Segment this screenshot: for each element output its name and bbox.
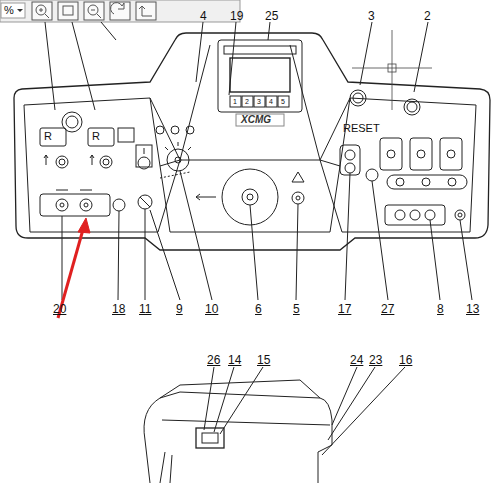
display-button-number: 5: [281, 98, 285, 105]
callout-number: 19: [229, 10, 244, 22]
callout-number: 26: [206, 354, 221, 366]
callout-number: 5: [292, 303, 301, 315]
callout-number: 9: [175, 303, 184, 315]
callout-number: 14: [227, 354, 242, 366]
callout-number: 13: [465, 303, 480, 315]
callout-number: 27: [380, 303, 395, 315]
callout-number: 25: [264, 10, 279, 22]
callout-number: 3: [367, 10, 376, 22]
callout-number: 10: [204, 303, 219, 315]
callout-number: 20: [52, 303, 67, 315]
callout-number: 17: [337, 303, 352, 315]
brand-logo: XCMG: [241, 115, 271, 125]
button-text: RESET: [343, 123, 380, 134]
switch-letter: R: [92, 131, 100, 142]
callout-number: 23: [368, 354, 383, 366]
display-button-number: 2: [245, 98, 249, 105]
display-button-number: 4: [269, 98, 273, 105]
callout-number: 18: [111, 303, 126, 315]
display-button-number: 1: [233, 98, 237, 105]
zoom-percent: %: [4, 5, 14, 16]
callout-number: 8: [436, 303, 445, 315]
display-button-number: 3: [257, 98, 261, 105]
callout-number: 2: [423, 10, 432, 22]
switch-letter: R: [44, 131, 52, 142]
callout-number: 4: [199, 10, 208, 22]
callout-number: 15: [256, 354, 271, 366]
callout-number: 11: [138, 303, 152, 315]
callout-number: 24: [349, 354, 364, 366]
callout-number: 16: [398, 354, 413, 366]
callout-number: 6: [254, 303, 263, 315]
